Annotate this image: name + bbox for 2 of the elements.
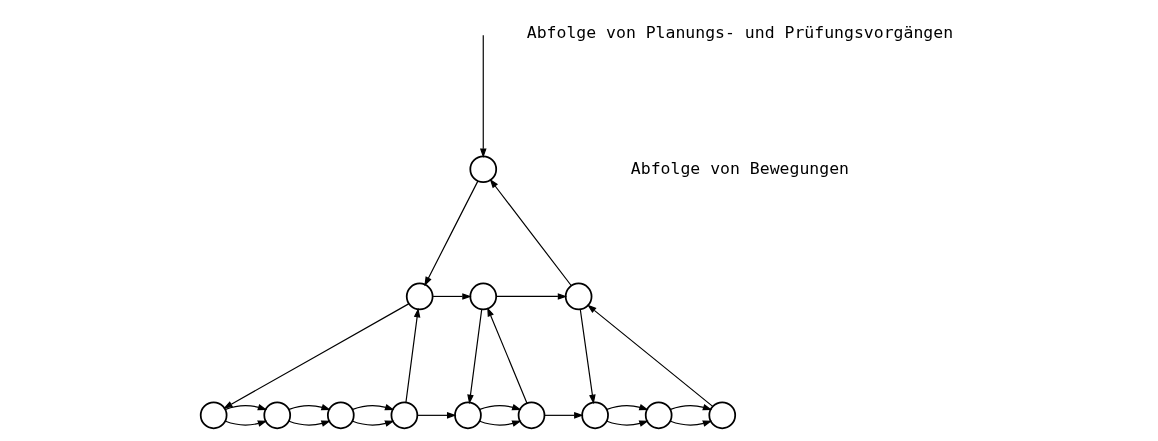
legend-label: Abfolge von Planungs- und Prüfungsvorgängen — [526, 23, 953, 43]
legend-label: Abfolge von Bewegungen — [630, 158, 849, 178]
